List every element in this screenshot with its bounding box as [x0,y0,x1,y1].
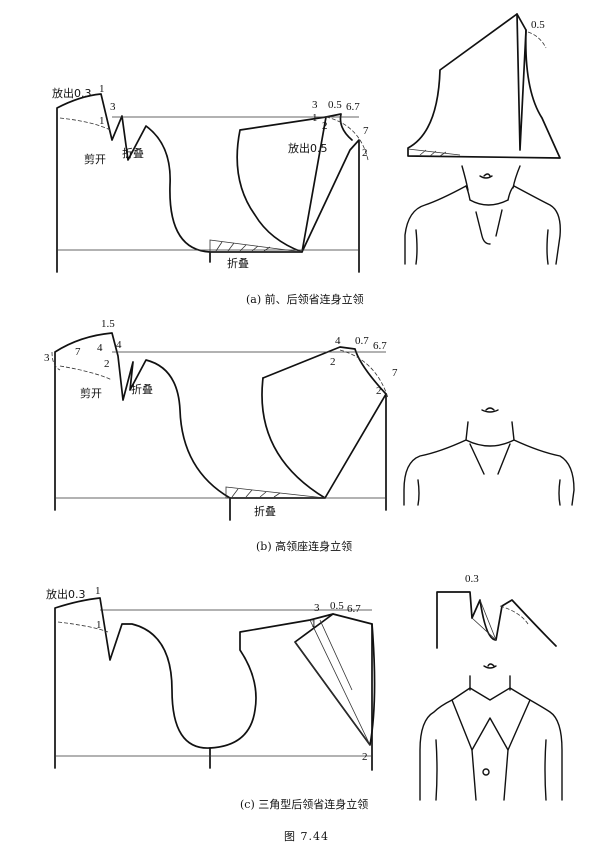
svg-text:7: 7 [363,125,369,137]
svg-text:1: 1 [99,83,105,95]
panel-c-caption: (c) 三角型后领省连身立领 [240,797,368,811]
panel-a-front-neck [236,116,327,253]
panel-a-back-bodice [56,93,211,273]
svg-text:4: 4 [116,339,122,351]
panel-b-cut-label: 剪开 [80,386,102,400]
svg-text:4: 4 [97,342,103,354]
svg-text:0.5: 0.5 [531,19,545,31]
panel-a-front-bodice [209,113,360,273]
svg-text:7: 7 [75,346,81,358]
panel-a-fold-bottom-label: 折叠 [227,256,249,270]
panel-b-back-bodice [54,332,231,521]
svg-text:0.3: 0.3 [465,573,479,585]
svg-text:2: 2 [330,356,336,368]
panel-c-figure-illustration [419,663,563,801]
panel-b-fold-hatch [225,486,326,499]
panel-a-fold-hatch [209,239,303,253]
panel-a-figure-illustration [404,165,561,265]
svg-text:2: 2 [362,751,368,763]
panel-b-back-collar-arc [59,365,113,381]
panel-b: 1.5 3 7 4 4 2 剪开 折叠 折叠 4 0.7 6.7 2 7 2 (… [44,318,575,553]
panel-b-front-neck [262,346,387,395]
svg-text:1: 1 [96,619,102,631]
panel-c-inset-pattern: 0.3 [436,573,557,649]
panel-c-dart-lines [294,619,371,746]
svg-text:3: 3 [314,602,320,614]
panel-b-front-collar-arc [339,349,389,399]
panel-c: 放出0.3 1 1 3 0.5 6.7 1 2 0.3 (c) 三角型后领省连身… [46,573,563,811]
panel-b-fold-bottom-label: 折叠 [254,504,276,518]
panel-b-caption: (b) 高领座连身立领 [256,539,352,553]
panel-a-cut-label: 剪开 [84,152,106,166]
panel-c-ease-label: 放出0.3 [46,587,86,601]
svg-text:2: 2 [322,120,328,132]
svg-text:2: 2 [376,385,382,397]
svg-text:1: 1 [95,585,101,597]
panel-b-figure-illustration [403,407,575,506]
panel-a: 放出0.3 1 3 1 剪开 折叠 折叠 3 0.5 6.7 1 2 7 放出0… [52,13,561,306]
svg-text:3: 3 [44,352,50,364]
svg-text:6.7: 6.7 [346,101,360,113]
svg-text:0.7: 0.7 [355,335,369,347]
panel-a-ease-front-label: 放出0.5 [288,141,328,155]
panel-a-front-collar-arc [325,116,369,161]
panel-b-fold-label: 折叠 [131,382,153,396]
panel-b-left-arc [51,351,61,371]
svg-text:0.5: 0.5 [330,600,344,612]
svg-text:1: 1 [99,115,105,127]
svg-text:6.7: 6.7 [373,340,387,352]
figure-number: 图 7.44 [284,830,329,843]
svg-text:3: 3 [110,101,116,113]
svg-text:2: 2 [362,147,368,159]
panel-a-back-collar-arc [59,117,111,131]
svg-text:1: 1 [311,618,317,630]
panel-a-caption: (a) 前、后领省连身立领 [246,292,364,306]
svg-text:3: 3 [312,99,318,111]
panel-c-back-bodice [54,597,211,769]
panel-a-ease-label: 放出0.3 [52,86,92,100]
panel-c-front-dart [294,613,376,746]
panel-c-front-bodice [209,613,373,771]
panel-a-inset-pattern: 0.5 [407,13,561,159]
svg-text:4: 4 [335,335,341,347]
svg-text:1.5: 1.5 [101,318,115,330]
svg-text:0.5: 0.5 [328,99,342,111]
svg-text:7: 7 [392,367,398,379]
svg-text:1: 1 [312,112,318,124]
svg-text:6.7: 6.7 [347,603,361,615]
svg-text:2: 2 [104,358,110,370]
panel-a-fold-label: 折叠 [122,146,144,160]
